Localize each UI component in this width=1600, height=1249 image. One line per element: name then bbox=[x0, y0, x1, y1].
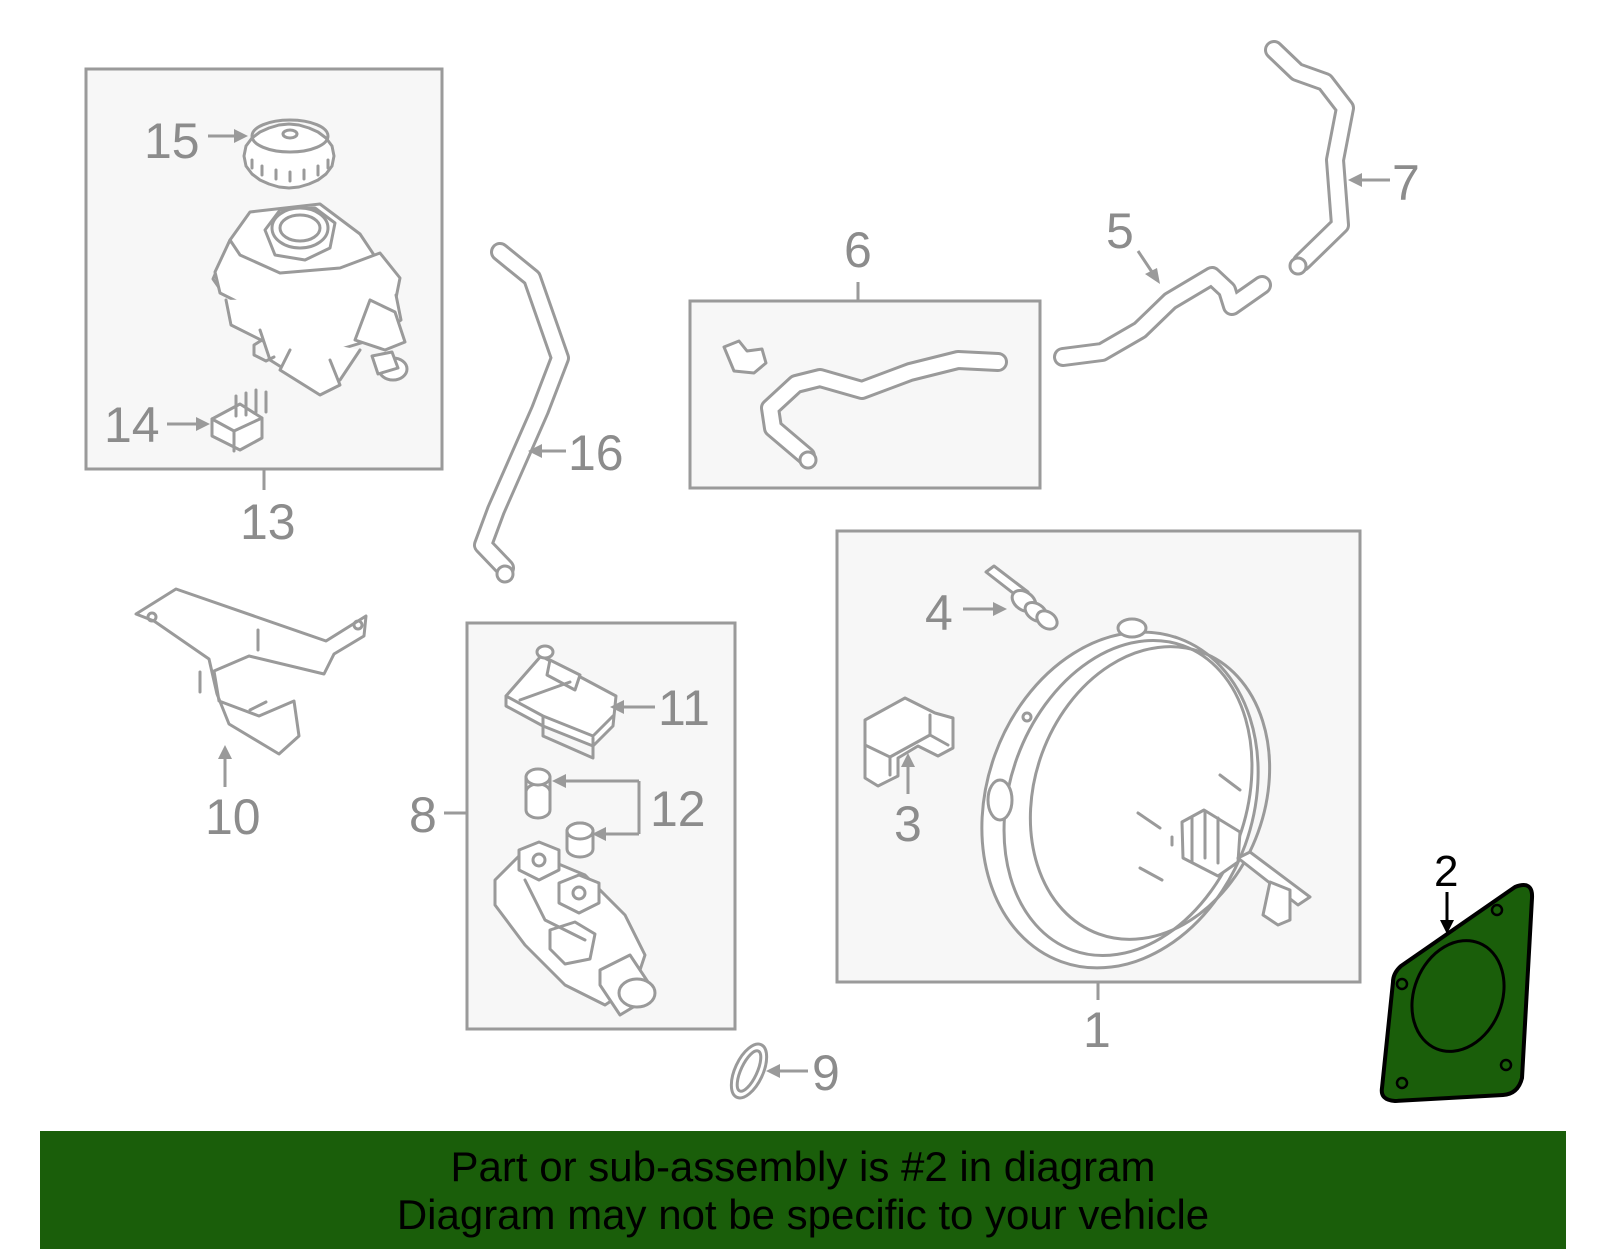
pressure-sensor-part[interactable] bbox=[863, 696, 955, 788]
callout-15: 15 bbox=[144, 113, 200, 169]
callout-16: 16 bbox=[568, 425, 624, 481]
brake-booster-part[interactable] bbox=[936, 593, 1312, 1007]
callout-4: 4 bbox=[925, 585, 953, 641]
hose-16-part[interactable] bbox=[473, 242, 570, 584]
grommet-lower-part[interactable] bbox=[565, 821, 595, 859]
footer-banner-bg bbox=[40, 1131, 1566, 1249]
leader-lines bbox=[167, 129, 1454, 1078]
callout-7: 7 bbox=[1392, 155, 1420, 211]
footer-line-1: Part or sub-assembly is #2 in diagram bbox=[450, 1143, 1156, 1190]
callout-5: 5 bbox=[1106, 203, 1134, 259]
gasket-part-highlighted[interactable] bbox=[1379, 883, 1535, 1104]
bracket-part[interactable] bbox=[134, 587, 368, 756]
reservoir-assembly-part[interactable] bbox=[211, 202, 409, 397]
master-cylinder-part[interactable] bbox=[493, 840, 657, 1017]
callout-6: 6 bbox=[844, 222, 872, 278]
hose-7-part[interactable] bbox=[1264, 40, 1355, 276]
callout-10: 10 bbox=[205, 789, 261, 845]
callout-3: 3 bbox=[894, 796, 922, 852]
callout-1: 1 bbox=[1083, 1002, 1111, 1058]
callout-12: 12 bbox=[650, 781, 706, 837]
callout-13: 13 bbox=[240, 494, 296, 550]
callout-11: 11 bbox=[658, 680, 710, 736]
hose-6-part[interactable] bbox=[722, 339, 1008, 470]
footer-line-2: Diagram may not be specific to your vehi… bbox=[396, 1191, 1210, 1238]
callout-8: 8 bbox=[409, 787, 437, 843]
sensor-11-part[interactable] bbox=[504, 644, 618, 760]
callout-9: 9 bbox=[812, 1045, 840, 1101]
o-ring-part[interactable] bbox=[724, 1039, 774, 1103]
callout-14: 14 bbox=[104, 397, 160, 453]
grommet-upper-part[interactable] bbox=[524, 767, 552, 820]
hose-5-part[interactable] bbox=[1053, 266, 1272, 367]
reservoir-cap-part[interactable] bbox=[242, 118, 336, 190]
level-sensor-part[interactable] bbox=[210, 388, 268, 453]
footer-banner: Part or sub-assembly is #2 in diagram Di… bbox=[40, 1131, 1566, 1249]
check-valve-part[interactable] bbox=[984, 564, 1061, 633]
callout-2: 2 bbox=[1434, 847, 1458, 896]
